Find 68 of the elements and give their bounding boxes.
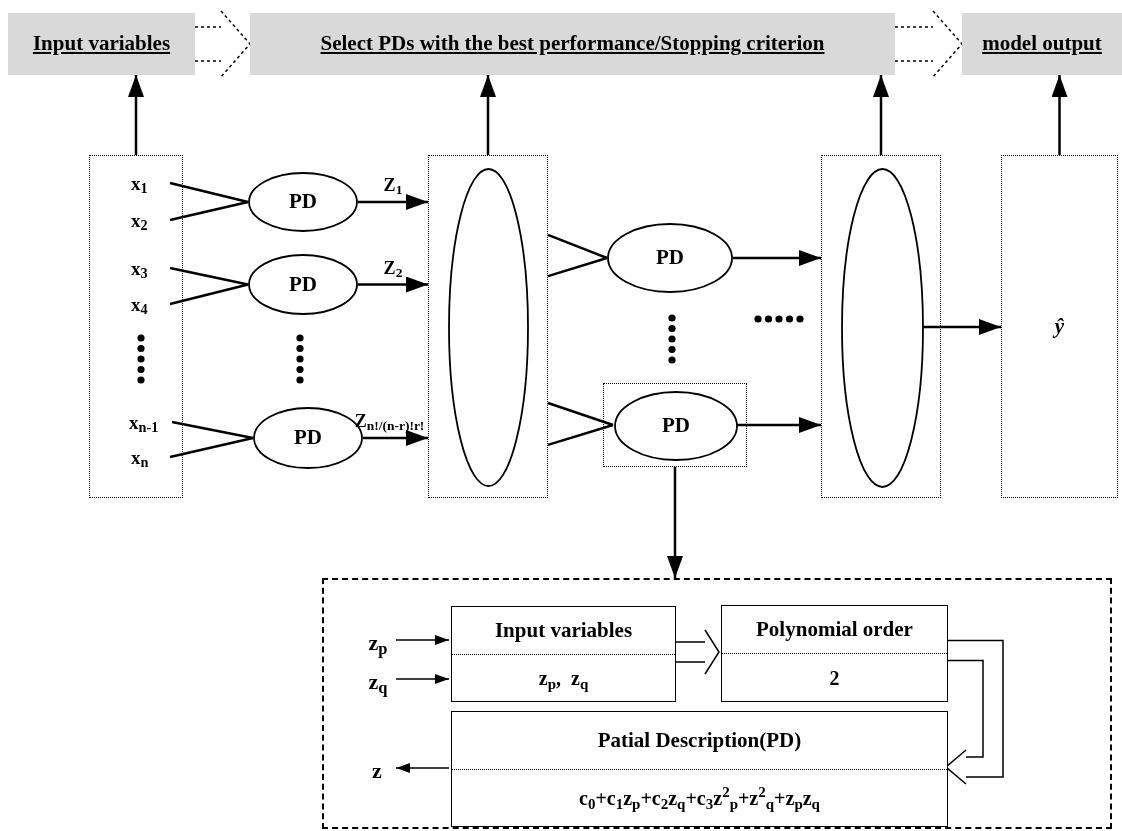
dashed-box [821, 155, 941, 498]
box-heading: Input variables [494, 616, 633, 644]
header-label: model output [982, 30, 1102, 58]
box-content: c$_{0}$+c$_{1}$z$_{p}$+c$_{2}$z$_{q}$+c$_{3}$z$^{2}$$_{p}$+z$^{2}$$_{q}$+z$_{p}$z$_{q}$ [579, 783, 820, 813]
variable-label: z [372, 756, 382, 785]
dashed-box [428, 155, 548, 498]
connector-line [547, 256, 608, 278]
dashed-box [603, 383, 747, 467]
edge-label: Z$_{n!/(n-r)!r!}$ [354, 411, 425, 431]
hollow-arrow [674, 629, 720, 675]
connector-line [171, 420, 254, 440]
box-content: z$_{p}$, z$_{q}$ [538, 665, 589, 693]
box-content: 2 [829, 665, 840, 691]
arrow [1051, 75, 1068, 155]
output-symbol: ŷ [1054, 312, 1065, 340]
dashed-box [1001, 155, 1118, 498]
connector-line [169, 436, 254, 459]
connector-line [547, 233, 608, 260]
node-label: PD [662, 412, 690, 440]
arrow [358, 276, 428, 293]
hollow-arrow [895, 10, 963, 78]
connector-line [169, 181, 249, 204]
node-label: PD [294, 424, 322, 452]
variable-label: z$_{p}$ [368, 628, 388, 659]
header-box [962, 13, 1122, 75]
header-label: Input variables [32, 30, 171, 58]
variable-label: x$_{1}$ [131, 171, 148, 199]
arrow [128, 75, 144, 155]
edge-label: Z$_{2}$ [383, 257, 403, 278]
variable-label: x$_{n-1}$ [129, 410, 159, 438]
ellipse-shape [448, 168, 529, 487]
node-label: PD [289, 188, 317, 216]
hollow-arrow [195, 10, 251, 78]
dashed-box [322, 578, 1112, 829]
ellipse-shape [841, 168, 924, 488]
table-box [451, 711, 948, 827]
node-label: PD [289, 270, 317, 298]
box-heading: Patial Description(PD) [597, 726, 802, 754]
connector-line [169, 283, 249, 306]
connector-line [547, 423, 614, 447]
arrow [395, 635, 450, 645]
arrow [395, 674, 450, 684]
arrow [667, 467, 683, 578]
variable-label: x$_{n}$ [131, 445, 149, 473]
table-box [721, 605, 948, 702]
connector-line [169, 266, 249, 286]
connector-line [547, 401, 614, 427]
arrow [480, 75, 496, 155]
arrow [733, 250, 821, 266]
edge-label: Z$_{1}$ [383, 175, 403, 195]
table-box [451, 606, 676, 702]
header-box [8, 13, 195, 75]
arrow [395, 763, 450, 773]
connector-line [169, 200, 249, 222]
variable-label: x$_{4}$ [131, 292, 148, 320]
arrow [358, 194, 428, 210]
box-heading: Polynomial order [756, 615, 913, 643]
arrow [923, 319, 1001, 335]
variable-label: z$_{q}$ [368, 667, 388, 698]
header-label: Select PDs with the best performance/Stopping criterion [320, 30, 825, 58]
variable-label: x$_{3}$ [131, 256, 148, 284]
arrow [363, 430, 428, 446]
variable-label: x$_{2}$ [131, 208, 148, 236]
dashed-box [89, 155, 183, 498]
node-label: PD [656, 244, 684, 272]
arrow [873, 75, 889, 155]
arrow [737, 417, 821, 433]
header-box [250, 13, 895, 75]
